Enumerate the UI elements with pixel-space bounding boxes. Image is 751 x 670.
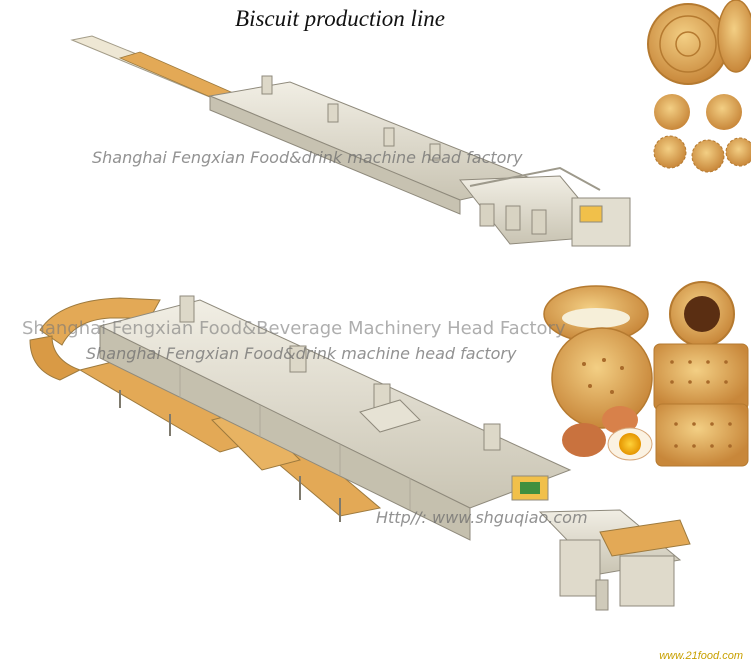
biscuit-photo-bottom (543, 281, 749, 467)
watermark-url: Http//: www.shguqiao.com (376, 508, 588, 527)
corner-watermark: www.21food.com (659, 650, 743, 662)
top-production-line (70, 35, 631, 247)
watermark-big: Shanghai Fengxian Food&Beverage Machiner… (22, 318, 566, 339)
page-title: Biscuit production line (235, 6, 445, 31)
bottom-production-line (29, 295, 691, 611)
watermark-small: Shanghai Fengxian Food&drink machine hea… (86, 344, 517, 363)
biscuit-photo-top (640, 0, 751, 178)
watermark-top: Shanghai Fengxian Food&drink machine hea… (92, 148, 523, 167)
